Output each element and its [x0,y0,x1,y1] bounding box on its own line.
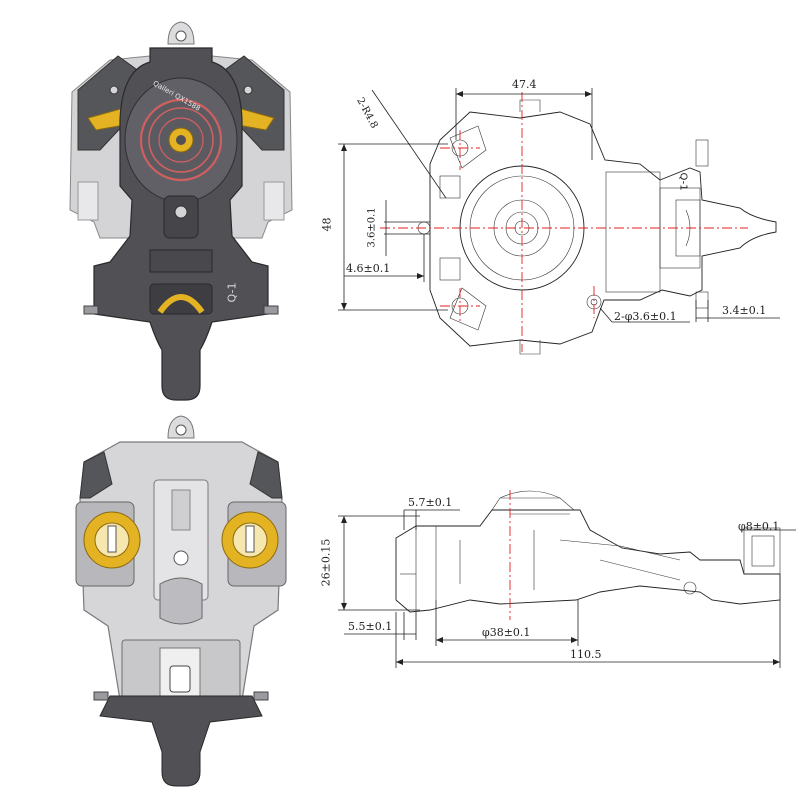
dim-top: 5.7±0.1 [408,496,453,509]
dim-left: 5.5±0.1 [348,620,393,633]
dim-total: 110.5 [570,648,602,661]
dim-width: 47.4 [512,78,537,91]
front-render [69,21,293,401]
dim-dia38: φ38±0.1 [482,626,531,639]
dim-offset: 4.6±0.1 [346,262,391,275]
dim-dia8: φ8±0.1 [738,520,780,533]
dim-tab: 3.4±0.1 [722,304,767,317]
dim-side-height: 26±0.15 [319,538,333,587]
dim-holes-dia: 2-φ3.6±0.1 [614,310,677,323]
back-render [75,415,287,787]
